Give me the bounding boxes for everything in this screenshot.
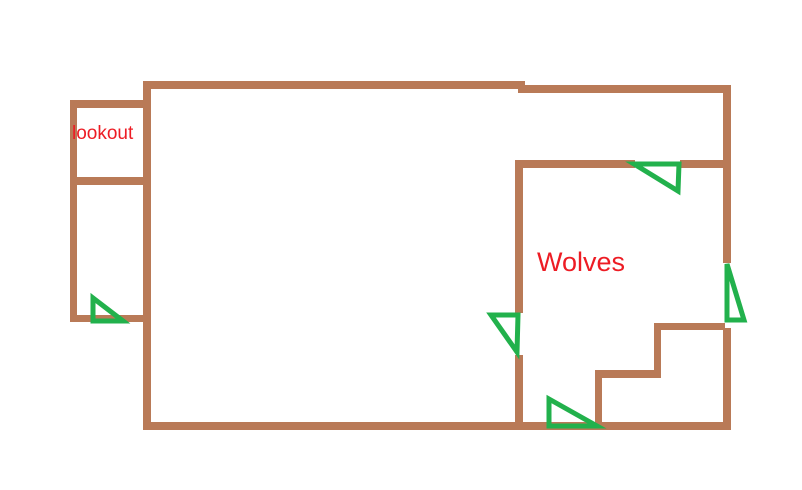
wall-step-lower-horizontal [595, 370, 661, 378]
wall-outer-top-right [518, 85, 731, 93]
wolves-south-door-triangle [546, 394, 607, 429]
wolves-north-door-triangle [625, 161, 682, 196]
lookout-door-triangle [90, 292, 131, 324]
wall-lookout-divider [70, 177, 151, 185]
wall-step-upper-horizontal [654, 323, 725, 330]
wall-step-lower-vertical [595, 370, 602, 426]
wall-lookout-left [70, 100, 77, 322]
wall-wolves-west-lower [515, 355, 523, 430]
wolves-west-door-triangle [486, 312, 521, 360]
wall-wolves-top-east [680, 160, 723, 168]
wall-wolves-west-upper [515, 160, 523, 313]
wall-outer-bottom [143, 422, 731, 430]
wall-outer-top-left [143, 81, 525, 89]
wall-step-upper-vertical [654, 325, 661, 378]
wall-outer-right-upper [723, 85, 731, 263]
wolves-label: Wolves [537, 247, 626, 277]
wall-outer-right-lower [723, 328, 731, 430]
wall-lookout-top [70, 100, 151, 108]
wall-wolves-top-west [515, 160, 635, 168]
wolves-east-door-triangle [724, 263, 748, 323]
wall-outer-left [143, 81, 151, 430]
lookout-label: lookout [72, 123, 134, 144]
